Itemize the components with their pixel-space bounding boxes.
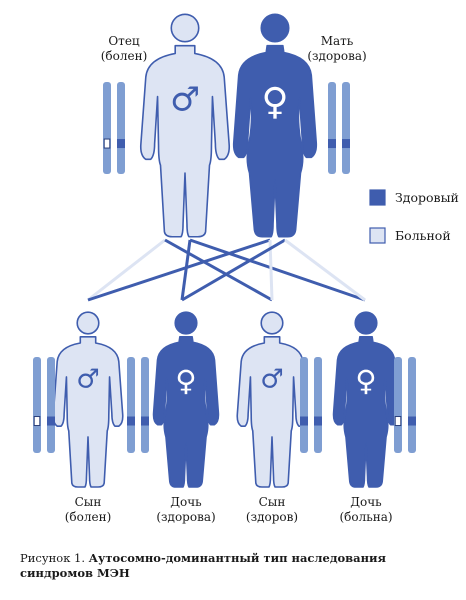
chromosome-band <box>127 416 135 426</box>
chromosome <box>408 357 416 453</box>
mother-label-line1: Мать <box>321 34 354 48</box>
chromosome <box>117 82 125 174</box>
chromosome-band <box>141 416 149 426</box>
mother-label-line2: (здорова) <box>307 49 366 63</box>
parents-group: ♂ ♀ Отец(болен) Мать(здорова) <box>101 13 367 238</box>
son2-chromosomes <box>300 357 322 453</box>
child-figure-3-body <box>236 336 308 488</box>
mother-chromosomes <box>328 82 350 174</box>
mother-figure: ♀ <box>232 13 318 238</box>
child-figure-4: ♀ <box>332 311 400 488</box>
father-figure: ♂ <box>139 13 231 238</box>
legend-swatch <box>369 227 386 244</box>
chromosome-band <box>314 416 322 426</box>
child-figure-4-body <box>332 336 400 488</box>
chromosome <box>103 82 111 174</box>
inheritance-line <box>164 238 273 302</box>
mother-figure-body <box>232 44 318 238</box>
father-label-line1: Отец <box>108 34 140 48</box>
daughter1-chromosomes <box>127 357 149 453</box>
chromosome <box>300 357 308 453</box>
chromosome <box>314 357 322 453</box>
father-label-line2: (болен) <box>101 49 148 63</box>
chromosome-band <box>342 139 350 149</box>
chromosome-band <box>408 416 416 426</box>
father-figure-head <box>170 13 200 43</box>
male-symbol-icon: ♂ <box>260 365 283 395</box>
child-figure-2: ♀ <box>152 311 220 488</box>
father-figure-body <box>139 44 231 238</box>
mutation-mark <box>394 416 402 427</box>
child-3-label-line1: Сын <box>259 495 286 509</box>
mutation-mark <box>33 416 41 427</box>
child-figure-1-head <box>76 311 100 335</box>
child-figure-3-head <box>260 311 284 335</box>
legend-label: Здоровый <box>395 190 459 205</box>
chromosome-band <box>300 416 308 426</box>
inheritance-line <box>189 238 366 302</box>
daughter2-chromosomes <box>394 357 416 453</box>
inheritance-line <box>284 238 366 302</box>
chromosome-band <box>117 139 125 149</box>
son1-chromosomes <box>33 357 55 453</box>
child-2-label-line1: Дочь <box>170 495 202 509</box>
father-chromosomes <box>103 82 125 174</box>
male-symbol-icon: ♂ <box>76 365 99 395</box>
inheritance-line <box>87 238 166 302</box>
child-1-label-line2: (болен) <box>65 510 112 524</box>
child-figure-1-body <box>52 336 124 488</box>
chromosome-band <box>328 139 336 149</box>
caption-prefix: Рисунок 1. <box>20 551 86 565</box>
chromosome <box>127 357 135 453</box>
chromosome <box>141 357 149 453</box>
child-figure-4-head <box>354 311 378 335</box>
child-figure-3: ♂ <box>236 311 308 488</box>
child-1-label-line1: Сын <box>75 495 102 509</box>
figure-caption: Рисунок 1. Аутосомно-доминантный тип нас… <box>20 551 450 581</box>
female-symbol-icon: ♀ <box>175 364 196 398</box>
legend-swatch <box>369 189 386 206</box>
chromosome <box>328 82 336 174</box>
child-figure-1: ♂ <box>52 311 124 488</box>
inheritance-line <box>180 239 192 301</box>
legend-label: Больной <box>395 228 451 243</box>
chromosome <box>394 357 402 453</box>
chromosome-band <box>47 416 55 426</box>
chromosome <box>47 357 55 453</box>
male-symbol-icon: ♂ <box>170 79 200 118</box>
child-3-label-line2: (здоров) <box>246 510 298 524</box>
mother-figure-head <box>260 13 290 43</box>
child-2-label-line2: (здорова) <box>156 510 215 524</box>
child-figure-2-head <box>174 311 198 335</box>
caption-title: Аутосомно-доминантный тип наследования с… <box>20 551 387 580</box>
children-group: ♂Сын(болен)♀Дочь(здорова)♂Сын(здоров)♀До… <box>33 311 416 524</box>
inheritance-lines <box>87 238 366 302</box>
child-4-label-line2: (больна) <box>339 510 392 524</box>
child-figure-2-body <box>152 336 220 488</box>
chromosome <box>342 82 350 174</box>
inheritance-line <box>181 238 286 302</box>
chromosome <box>33 357 41 453</box>
female-symbol-icon: ♀ <box>355 364 376 398</box>
female-symbol-icon: ♀ <box>261 79 288 123</box>
child-4-label-line1: Дочь <box>350 495 382 509</box>
inheritance-line <box>87 238 271 302</box>
mutation-mark <box>103 138 111 149</box>
